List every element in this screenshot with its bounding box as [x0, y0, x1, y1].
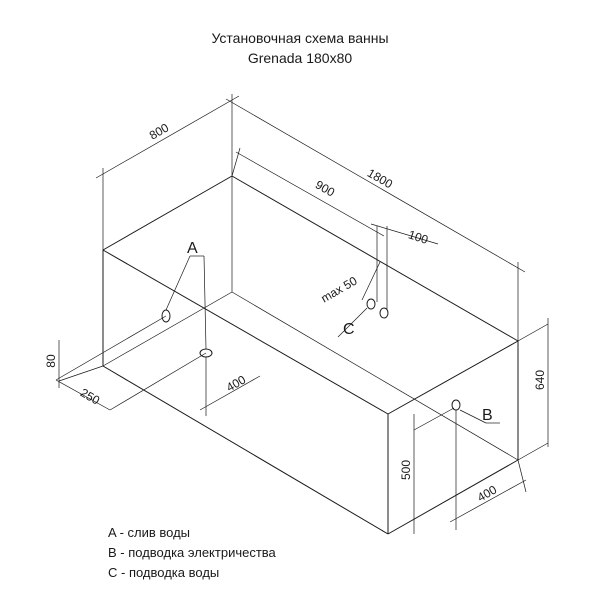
dim-label-900: 900 [313, 177, 338, 199]
box-edge [102, 249, 389, 415]
dim-label-80: 80 [44, 354, 58, 368]
leader-line [165, 255, 191, 311]
dimension-line [95, 95, 240, 179]
legend-item-water: C - подводка воды [108, 565, 220, 580]
drain: A [161, 240, 213, 358]
box-edge [387, 340, 519, 415]
dimension-line [225, 98, 526, 273]
dimension-line [370, 223, 439, 245]
leader-line [337, 307, 368, 338]
leader-line [459, 409, 487, 424]
box-edge [387, 459, 519, 535]
extension-line [517, 323, 549, 342]
marker-a: A [187, 240, 198, 257]
extension-line [109, 352, 207, 411]
dim-400-drain: 400 [109, 352, 261, 416]
dimension-line [235, 151, 385, 237]
bathtub-box [102, 175, 519, 535]
dim-1800: 1800 [225, 98, 526, 341]
water-supply: 100 max 50 C [318, 223, 439, 338]
hidden-edge [102, 291, 233, 367]
dim-label-max50: max 50 [318, 273, 359, 305]
diagram-subtitle: Grenada 180x80 [247, 50, 353, 66]
diagram-title: Установочная схема ванны [211, 30, 389, 46]
dim-80: 80 [44, 340, 104, 388]
box-edge [102, 175, 233, 251]
dim-label-800: 800 [147, 120, 172, 142]
dim-640: 640 [517, 318, 549, 461]
dim-label-640: 640 [533, 370, 547, 390]
dim-label-100: 100 [407, 227, 431, 247]
hidden-edge [231, 291, 519, 461]
dim-label-250: 250 [78, 385, 103, 407]
dim-label-1800: 1800 [365, 166, 395, 192]
dim-label-400-drain: 400 [224, 372, 249, 394]
marker-c: C [343, 321, 355, 338]
extension-line [517, 442, 549, 461]
dimension-line [199, 375, 261, 411]
electrical-supply: B [451, 399, 500, 424]
dim-800: 800 [95, 94, 240, 250]
legend-item-electric: B - подводка электричества [108, 545, 276, 560]
extension-line [231, 147, 241, 177]
extension-line [58, 365, 104, 382]
water-pipe-icon [379, 307, 389, 319]
dim-250: 250 [55, 315, 167, 411]
extension-line [55, 315, 167, 381]
extension-line [413, 407, 455, 431]
water-pipe-icon [366, 298, 376, 310]
box-edge [102, 365, 389, 535]
extension-line [517, 459, 527, 493]
dimension-line [55, 379, 111, 411]
dim-label-500: 500 [399, 460, 413, 480]
marker-b: B [482, 407, 493, 424]
box-edge [231, 175, 519, 342]
dim-label-400-elec: 400 [475, 482, 500, 504]
dimension-line [361, 261, 381, 301]
dim-400-elec: 400 [449, 410, 527, 530]
dim-900: 900 [231, 147, 385, 237]
dim-500: 500 [399, 407, 455, 534]
legend-item-drain: A - слив воды [108, 525, 191, 540]
leader-line [203, 255, 207, 350]
dimension-line [449, 479, 527, 523]
